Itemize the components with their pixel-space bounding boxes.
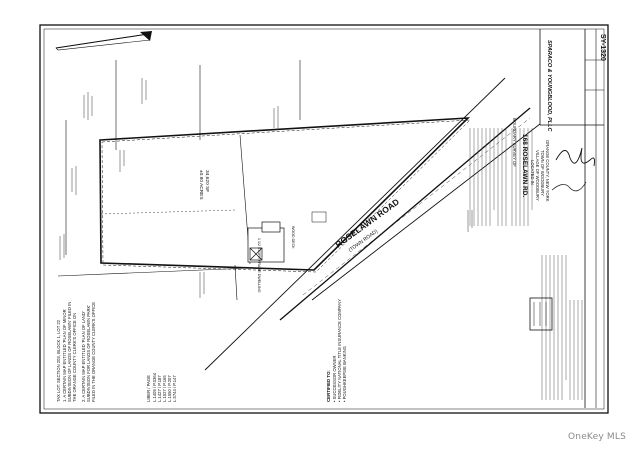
deed-ref: L.1550 / P.207	[167, 375, 172, 402]
parcel-area: 34,620 SF	[204, 170, 210, 192]
certified-line: • FIDELITY NATIONAL TITLE INSURANCE COMP…	[337, 299, 342, 402]
deed-ref: LIBER / PAGE	[146, 375, 151, 402]
certified-to-block: CERTIFIED TO: • SUCCESSOR OWNER • FIDELI…	[326, 299, 347, 402]
location-line-3: TOWN OF WOODBURY	[540, 150, 545, 196]
parcel-acres: ±0.80 ACRES	[198, 170, 204, 200]
survey-address: 168 ROSELAWN RD.	[521, 134, 528, 197]
location-line-1: LOCATED IN	[530, 160, 535, 185]
certified-heading: CERTIFIED TO:	[326, 370, 331, 402]
drawing-number: SY-1320	[599, 34, 606, 61]
deed-ref: L.1527 / P.165	[162, 375, 167, 402]
map-note: SUBDIVISION OF LANDS OF ROSELAWN' FILED …	[67, 302, 72, 402]
map-note: TAX LOT: SECTION 203, BLOCK 1, LOT 22	[56, 319, 61, 402]
sheet-inner-border	[43, 28, 605, 410]
map-note: SUBDIVISION FOR LANDS OF ROSELAWN PARK'	[86, 305, 91, 402]
map-note: 2. A CERTAIN MAP ENTITLED 'PLAN OF LAND'	[81, 311, 86, 402]
map-note: 1. A CERTAIN MAP ENTITLED 'PLAN OF MINOR	[62, 309, 67, 402]
adjoining-lines	[57, 60, 301, 301]
location-line-2: VILLAGE OF WOODBURY	[535, 150, 540, 201]
seal-mark	[551, 181, 587, 192]
deed-ref: L.5744 / P.147	[172, 375, 177, 402]
north-arrow-icon	[55, 31, 152, 51]
shed	[311, 211, 327, 223]
firm-name: SPARACO & YOUNGBLOOD, PLLC	[546, 40, 552, 132]
deed-ref: L.1405 / P.0364	[152, 372, 157, 402]
parcel-boundary	[99, 117, 471, 273]
certified-line: • SUCCESSOR OWNER	[332, 356, 337, 402]
map-note: THE ORANGE COUNTY CLERK'S OFFICE ON	[72, 313, 77, 402]
mls-watermark: OneKey MLS	[568, 432, 626, 442]
certified-line: • POUGHKEEPSIE BANKING	[342, 346, 347, 402]
deed-reference-block: LIBER / PAGE L.1405 / P.0364 L.1427 / P.…	[146, 372, 177, 402]
surveyor-signature	[555, 147, 595, 167]
stamp-box	[529, 297, 553, 331]
dwelling-label: 1 1/2 STORY FRAME DWELLING	[257, 238, 261, 293]
deed-ref: L.1427 / P.187	[157, 375, 162, 402]
map-note: FILED IN THE ORANGE COUNTY CLERK'S OFFIC…	[91, 302, 96, 402]
small-text-marks	[59, 78, 473, 298]
title-block	[539, 29, 604, 408]
notes-text-block	[469, 128, 583, 400]
location-line-4: ORANGE COUNTY, NEW YORK	[545, 140, 550, 202]
deck-label: WOOD DECK	[291, 226, 295, 249]
sheet-border	[39, 24, 609, 414]
survey-title: BOUNDARY SURVEY OF	[512, 118, 517, 167]
map-notes-block: TAX LOT: SECTION 203, BLOCK 1, LOT 22 1.…	[56, 302, 96, 402]
dwelling	[247, 221, 285, 263]
